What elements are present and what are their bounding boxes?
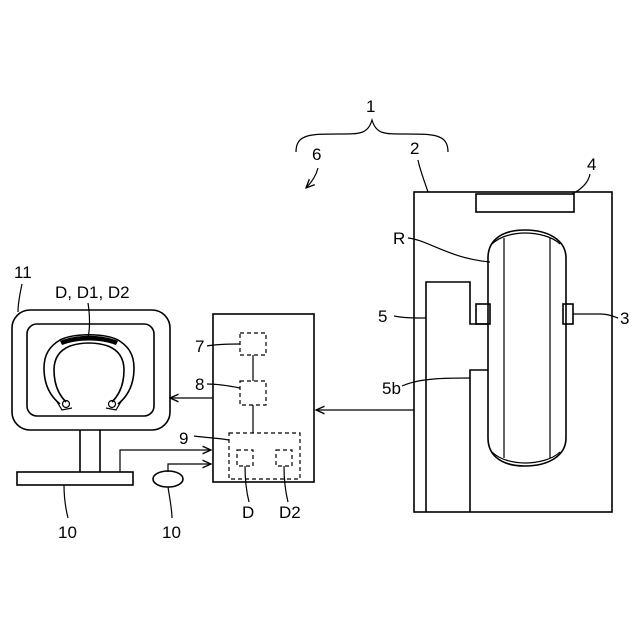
- keyboard-10: [17, 472, 133, 485]
- label-block-9: 9: [179, 429, 188, 448]
- sub-d2-leader: [284, 466, 288, 502]
- tire-cross-section-icon: [44, 335, 134, 404]
- monitor-neck: [80, 430, 100, 472]
- block-8-leader: [207, 384, 240, 388]
- control-box: [213, 314, 314, 482]
- label-mouse: 10: [162, 523, 181, 542]
- label-system: 1: [366, 97, 375, 116]
- label-monitor-data: D, D1, D2: [55, 283, 130, 302]
- label-apparatus: 2: [410, 139, 419, 158]
- sub-d-leader: [245, 466, 249, 502]
- top-part-leader: [572, 174, 590, 194]
- block-9: [229, 433, 300, 479]
- tire-body: [488, 230, 566, 466]
- holder-sub-leader: [402, 378, 470, 386]
- curly-arrow-6: [306, 168, 318, 188]
- shaft-right: [563, 304, 573, 324]
- keyboard-leader: [64, 485, 68, 518]
- label-sub-d: D: [242, 503, 254, 522]
- monitor-leader: [18, 284, 22, 312]
- arrow-mouse-to-control: [168, 464, 211, 472]
- label-holder-sub: 5b: [382, 379, 401, 398]
- mouse-10: [153, 471, 183, 487]
- monitor-data-leader: [88, 303, 90, 338]
- tire-leader: [408, 238, 490, 262]
- holder-leader: [394, 316, 426, 318]
- label-top-part: 4: [587, 155, 596, 174]
- label-tire: R: [393, 229, 405, 248]
- holder-5: [426, 282, 488, 512]
- mouse-leader: [168, 487, 172, 518]
- block-9-leader: [194, 436, 229, 440]
- block-7: [240, 333, 266, 355]
- top-part-4: [476, 194, 574, 212]
- label-holder: 5: [378, 307, 387, 326]
- sub-block-d: [237, 450, 253, 466]
- label-monitor: 11: [14, 263, 32, 282]
- apparatus-leader: [418, 160, 428, 192]
- arrow-keyboard-to-control: [120, 450, 211, 472]
- label-sub-d2: D2: [279, 503, 301, 522]
- label-curly-6: 6: [312, 145, 321, 164]
- label-block-7: 7: [195, 337, 204, 356]
- block-8: [240, 381, 266, 405]
- apparatus-box: [414, 192, 612, 512]
- label-block-8: 8: [195, 375, 204, 394]
- block-7-leader: [207, 344, 240, 346]
- monitor-bezel: [12, 310, 170, 430]
- label-shaft: 3: [620, 309, 629, 328]
- label-keyboard: 10: [58, 523, 77, 542]
- sub-block-d2: [276, 450, 292, 466]
